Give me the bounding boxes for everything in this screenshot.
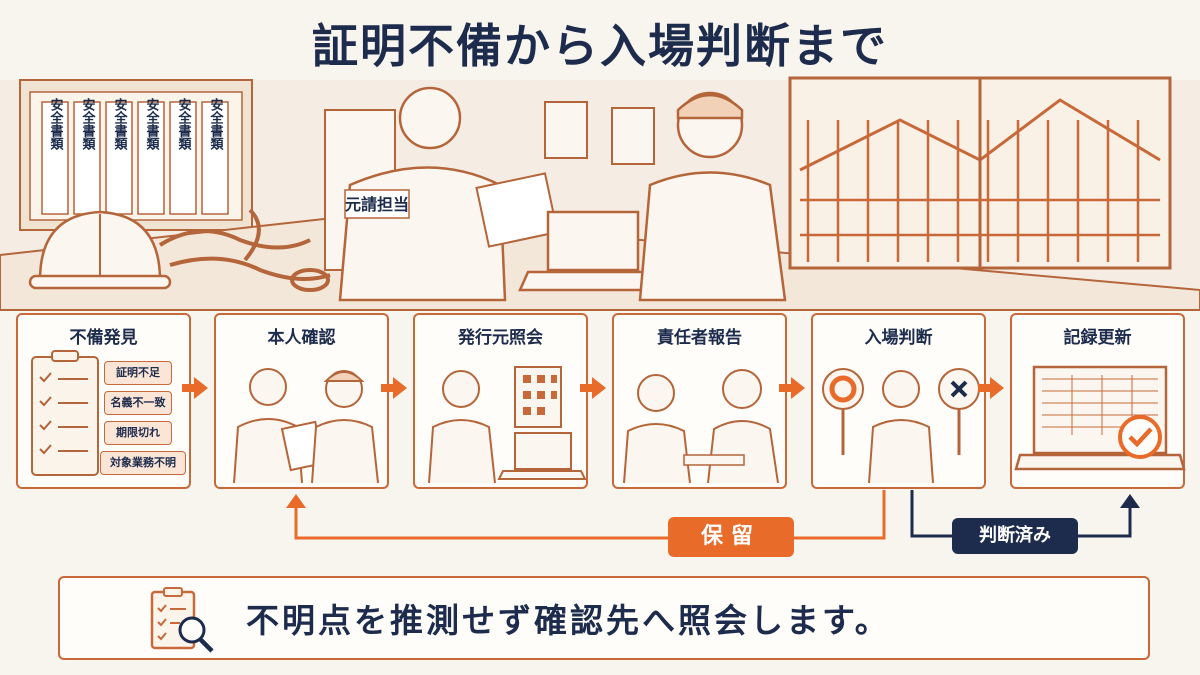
clipboard-search-icon — [150, 587, 214, 653]
construction-window — [788, 76, 1172, 270]
binder — [137, 101, 165, 215]
binder-shelf: 安全書類安全書類安全書類安全書類安全書類安全書類 — [19, 79, 253, 231]
step-title: 本人確認 — [267, 328, 336, 348]
step-supervisor-report: 責任者報告 — [612, 313, 787, 489]
flow-arrow-icon — [779, 377, 805, 399]
site-manager-figure: 元請担当 — [338, 86, 559, 302]
binder-label: 安全書類 — [144, 97, 161, 151]
step-entry-decision: 入場判断 — [811, 313, 986, 489]
binder-label: 安全書類 — [48, 97, 65, 151]
check-circle-icon — [1118, 415, 1162, 459]
step-title: 責任者報告 — [657, 328, 742, 348]
hard-hat-icon — [28, 210, 172, 290]
issuer-inquiry-illustration — [428, 366, 587, 484]
defect-tag: 期限切れ — [104, 421, 172, 445]
supervisor-report-illustration — [623, 369, 779, 484]
step-defect-found: 不備発見 証明不足 名義不一致 期限切れ 対象業務不明 — [16, 313, 191, 489]
bottom-message-box: 不明点を推測せず確認先へ照会します。 — [58, 576, 1150, 660]
step-identity-check: 本人確認 — [214, 313, 389, 489]
approve-circle-icon — [822, 368, 864, 455]
defect-tag: 名義不一致 — [104, 391, 172, 415]
bottom-message: 不明点を推測せず確認先へ照会します。 — [246, 601, 891, 640]
step-record-update: 記録更新 — [1010, 313, 1186, 489]
flow-arrow-icon — [381, 377, 407, 399]
contractor-figure — [638, 91, 787, 302]
vest-label: 元請担当 — [345, 195, 409, 214]
defect-tag: 対象業務不明 — [100, 451, 186, 475]
step-title: 記録更新 — [1063, 328, 1132, 348]
binder-label: 安全書類 — [176, 97, 193, 151]
defect-tag: 証明不足 — [104, 361, 172, 385]
binder-label: 安全書類 — [80, 97, 97, 151]
laptop-record-icon — [1014, 365, 1186, 471]
building-icon — [514, 366, 562, 428]
binder — [169, 101, 197, 215]
laptop-icon — [518, 210, 668, 292]
binder — [105, 101, 133, 215]
safety-harness-icon — [158, 208, 331, 292]
binder — [41, 101, 69, 215]
binder-label: 安全書類 — [208, 97, 225, 151]
step-title: 発行元照会 — [458, 328, 543, 348]
step-title: 入場判断 — [864, 328, 933, 348]
clipboard-checklist-icon — [31, 350, 99, 476]
step-title: 不備発見 — [69, 328, 138, 348]
flow-arrow-icon — [978, 377, 1004, 399]
hold-label: 保留 — [668, 517, 794, 557]
flow-arrow-icon — [182, 377, 208, 399]
flow-arrow-icon — [580, 377, 606, 399]
office-scene: 安全書類安全書類安全書類安全書類安全書類安全書類 元請担当 — [0, 76, 1200, 311]
decided-label: 判断済み — [952, 518, 1078, 554]
entry-decision-illustration — [822, 368, 980, 484]
step-issuer-inquiry: 発行元照会 — [413, 313, 588, 489]
binder — [201, 101, 229, 215]
page-title: 証明不備から入場判断まで — [312, 19, 888, 73]
identity-check-illustration — [233, 368, 379, 484]
binder-label: 安全書類 — [112, 97, 129, 151]
